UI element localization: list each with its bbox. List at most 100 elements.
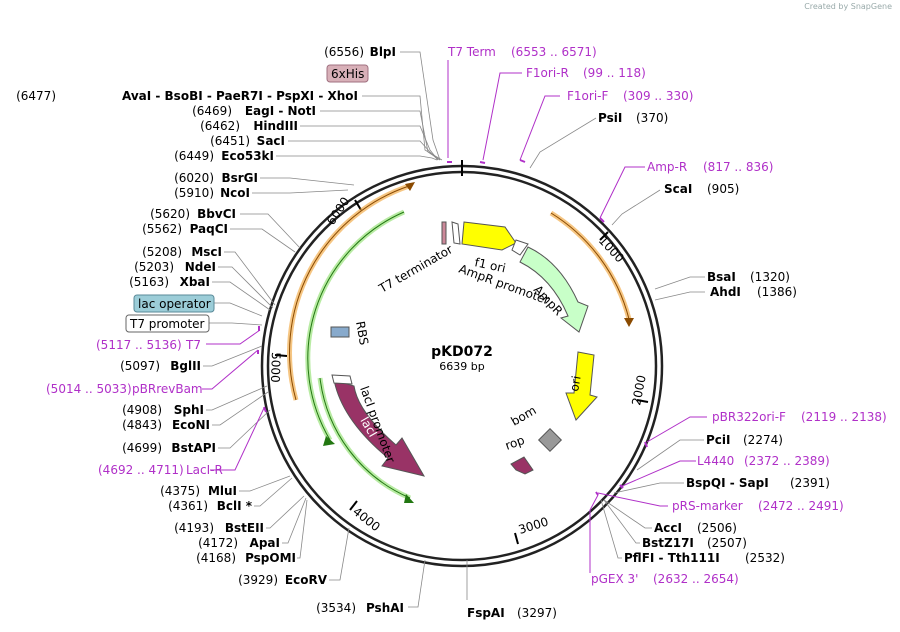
primer-pgex: pGEX 3' [591,572,638,586]
enzyme-ncoi: NcoI [220,186,250,200]
enzyme-pspomi-pos: (4168) [196,551,236,565]
orange-arc-left-line [289,185,410,401]
rop-label: rop [503,433,526,453]
primer-t7-range: (5117 .. 5136) [96,338,182,352]
enzyme-bspqi: BspQI - SapI [686,476,769,490]
svg-text:2000: 2000 [629,374,649,407]
svg-text:6xHis: 6xHis [331,67,364,81]
enzyme-eagi-pos: (6469) [192,104,232,118]
primer-ampr-range: (817 .. 836) [703,160,773,174]
enzyme-apai-pos: (4172) [198,536,238,550]
rbs-label: RBS [353,320,371,346]
enzyme-bcli: BclI * [217,499,253,513]
enzyme-bcli-pos: (4361) [168,499,208,513]
enzyme-bstz17i-pos: (2507) [707,536,747,550]
enzyme-bspqi-pos: (2391) [790,476,830,490]
tick-3000: 3000 [514,515,550,545]
enzyme-xbai-pos: (5163) [129,275,169,289]
svg-text:T7 promoter: T7 promoter [129,317,205,331]
green-arc-outer-head [323,436,335,446]
enzyme-saci: SacI [257,134,285,148]
enzyme-bsai-pos: (1320) [750,270,790,284]
t7-terminator-label: T7 terminator [376,242,455,296]
enzyme-ncoi-pos: (5910) [174,186,214,200]
enzyme-bbvci: BbvCI [197,207,236,221]
f1-ori-label: f1 ori [473,255,507,275]
enzyme-acci-pos: (2506) [697,521,737,535]
enzyme-acci: AccI [654,521,682,535]
primer-l4440: L4440 [697,454,734,468]
orange-arc-left-head [405,182,415,191]
ori-label: ori [567,375,583,393]
primer-lacir-range: (4692 .. 4711) [98,463,184,477]
f1-ori-arrow [461,221,517,251]
tick-6000: 6000 [324,195,362,228]
primer-pbr322-range: (2119 .. 2138) [801,410,887,424]
enzyme-bstapi: BstAPI [171,441,216,455]
primer-pgex-range: (2632 .. 2654) [653,572,739,586]
green-arc-inner-head [404,494,414,503]
primer-f1orif: F1ori-F [567,89,608,103]
plasmid-length: 6639 bp [439,360,484,373]
primer-l4440-range: (2372 .. 2389) [744,454,830,468]
enzyme-ecorv: EcoRV [285,573,328,587]
enzyme-saci-pos: (6451) [210,134,250,148]
tick-5000: 5000 [268,352,288,383]
svg-text:lac operator: lac operator [138,297,211,311]
enzyme-pshai: PshAI [366,601,404,615]
tick-2000: 2000 [629,374,649,407]
enzyme-bstapi-pos: (4699) [122,441,162,455]
enzyme-eagi: EagI - NotI [245,104,316,118]
laci-promoter-box [331,374,353,385]
enzyme-econi-pos: (4843) [122,418,162,432]
enzyme-econi: EcoNI [172,418,210,432]
enzyme-bbvci-pos: (5620) [150,207,190,221]
enzyme-msci-pos: (5208) [142,245,182,259]
enzyme-pspomi: PspOMI [245,551,296,565]
enzyme-blpi: BlpI [370,45,396,59]
connector-lines [203,51,705,608]
enzyme-paqci-pos: (5562) [142,222,182,236]
primer-lacir: LacI-R [186,463,223,477]
enzyme-eco53ki-pos: (6449) [174,149,214,163]
enzyme-sphi-pos: (4908) [122,403,162,417]
ampr-arrow [519,246,589,333]
primer-ampr: Amp-R [647,160,687,174]
enzyme-blpi-pos: (6556) [324,45,364,59]
enzyme-bstz17i: BstZ17I [642,536,694,550]
boxed-lac-operator: lac operator [133,294,215,313]
enzyme-pflfi: PflFI - Tth111I [624,551,720,565]
enzyme-mlui-pos: (4375) [160,484,200,498]
primer-pbr322: pBR322ori-F [712,410,786,424]
primer-t7: T7 [185,338,201,352]
enzyme-scai: ScaI [664,182,692,196]
enzyme-ahdi-pos: (1386) [757,285,797,299]
enzyme-msci: MscI [191,245,222,259]
enzyme-pcii: PciI [706,433,731,447]
primer-lines [202,60,707,573]
enzyme-hindiii-pos: (6462) [200,119,240,133]
ampr-promoter-box [511,239,529,256]
primers: T7 Term (6553 .. 6571) F1ori-R (99 .. 11… [46,45,887,586]
enzyme-ecorv-pos: (3929) [238,573,278,587]
orange-arc-right-line [550,212,630,320]
enzyme-psii-pos: (370) [636,111,668,125]
enzyme-mlui: MluI [208,484,237,498]
enzyme-avai-pos: (6477) [16,89,56,103]
enzyme-bsrgi-pos: (6020) [174,171,214,185]
svg-text:4000: 4000 [350,504,383,534]
orange-arc-right-head [624,318,634,327]
t7-terminator-box [451,221,461,245]
enzyme-fspai: FspAI [467,606,505,620]
plasmid-name: pKD072 [431,344,493,360]
primer-prs: pRS-marker [672,499,743,513]
enzyme-bsteii: BstEII [225,521,264,535]
enzyme-paqci: PaqCI [190,222,228,236]
enzyme-psii: PsiI [598,111,622,125]
boxed-t7-promoter: T7 promoter [125,314,210,333]
laci-arrow [333,379,426,477]
enzyme-ahdi: AhdI [710,285,741,299]
rbs-box [330,326,350,338]
snapgene-watermark: Created by SnapGene [804,2,892,11]
